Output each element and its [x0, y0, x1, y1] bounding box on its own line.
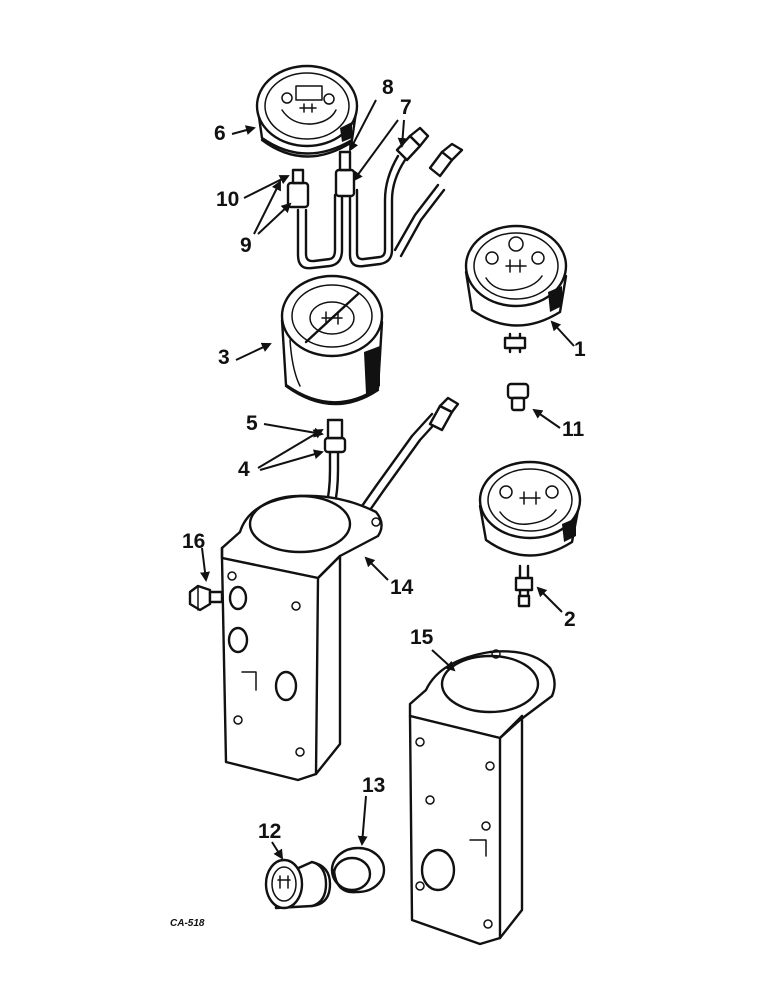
leader-lines [200, 99, 575, 860]
leader-4a [257, 428, 324, 469]
callout-5: 5 [246, 412, 258, 435]
callout-1: 1 [574, 338, 586, 361]
leader-9b [257, 202, 292, 235]
leader-11 [532, 408, 561, 429]
callout-16: 16 [182, 530, 205, 553]
callout-labels: 8 7 6 10 9 1 3 11 5 4 16 14 2 15 13 12 C… [170, 76, 586, 929]
part-12-small-gauge [264, 858, 332, 910]
callout-2: 2 [564, 608, 576, 631]
leader-7b [397, 119, 408, 148]
callout-15: 15 [410, 626, 434, 649]
leader-9a [253, 180, 281, 235]
callout-6: 6 [214, 122, 226, 145]
part-3-gauge [280, 274, 384, 406]
leader-10 [243, 175, 290, 199]
callout-12: 12 [258, 820, 281, 843]
part-1-gauge [464, 224, 568, 354]
part-2-gauge [478, 460, 582, 608]
leader-15 [431, 649, 456, 672]
part-14-bracket [220, 494, 383, 782]
callout-8: 8 [382, 76, 394, 99]
part-11-fitting [506, 382, 530, 412]
leader-2 [536, 586, 563, 613]
callout-3: 3 [218, 346, 230, 369]
leader-13 [357, 795, 368, 846]
leader-4b [259, 449, 324, 471]
leader-6 [231, 125, 256, 135]
leader-8 [349, 99, 377, 152]
leader-3 [235, 342, 272, 361]
leader-16 [200, 547, 210, 582]
callout-13: 13 [362, 774, 385, 797]
leader-14 [364, 556, 389, 581]
part-13-ring [330, 846, 386, 894]
leader-1 [550, 320, 575, 347]
leader-7a [352, 119, 399, 182]
figure-code: CA-518 [170, 918, 205, 929]
callout-4: 4 [238, 458, 250, 481]
callout-10: 10 [216, 188, 239, 211]
callout-11: 11 [562, 418, 585, 441]
part-16-bolt [188, 584, 224, 612]
callout-7: 7 [400, 96, 412, 119]
part-7-8-9-10-tubes-fittings [286, 126, 464, 270]
part-15-bracket [408, 649, 556, 946]
callout-9: 9 [240, 234, 252, 257]
callout-14: 14 [390, 576, 414, 599]
leader-12 [271, 841, 284, 860]
part-6-gauge [255, 64, 359, 158]
leader-5 [263, 423, 324, 438]
